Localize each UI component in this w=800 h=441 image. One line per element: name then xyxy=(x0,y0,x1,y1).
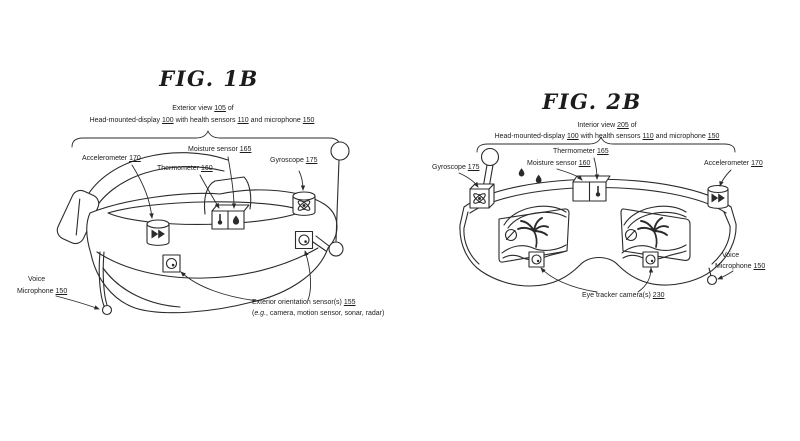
label-text: Microphone xyxy=(17,288,56,295)
right-side-face xyxy=(711,211,731,265)
caption-text: Head-mounted-display xyxy=(494,133,567,140)
microphone-icon xyxy=(101,304,113,316)
ref-number: 110 xyxy=(237,117,249,124)
left-side-face xyxy=(463,211,480,265)
front-lower-contour xyxy=(96,247,319,279)
ref-number: 150 xyxy=(753,263,766,270)
fig1b-leader-lines xyxy=(55,156,312,310)
label-thermometer: Thermometer 165 xyxy=(553,148,609,157)
label-exterior-sensors-line2: (e.g., camera, motion sensor, sonar, rad… xyxy=(252,310,384,319)
antenna xyxy=(312,141,350,257)
camera-icon xyxy=(162,254,181,273)
fig1b-caption-line1: Exterior view 105 of xyxy=(172,105,234,114)
label-accelerometer: Accelerometer 170 xyxy=(704,160,763,169)
gyroscope-sensor xyxy=(469,183,495,209)
label-gyroscope: Gyroscope 175 xyxy=(432,164,479,173)
antenna xyxy=(480,147,500,189)
eye-tracker-cameras xyxy=(528,251,659,268)
fig2b-brace xyxy=(476,136,736,153)
label-moisture-sensor: Moisture sensor 165 xyxy=(188,146,251,155)
ref-number: 110 xyxy=(642,133,654,140)
voice-microphone xyxy=(706,267,718,286)
fig1b-title: FIG. 1B xyxy=(159,66,259,91)
label-text: Gyroscope xyxy=(270,157,306,164)
label-text: Moisture sensor xyxy=(527,160,579,167)
label-gyroscope: Gyroscope 175 xyxy=(270,157,317,166)
label-text: Thermometer xyxy=(157,165,201,172)
label-moisture-sensor: Moisture sensor 160 xyxy=(527,160,590,169)
microphone-icon xyxy=(706,274,718,286)
caption-text: Interior view xyxy=(577,122,618,129)
label-text: Voice xyxy=(722,252,740,259)
caption-text: and microphone xyxy=(653,133,708,140)
label-text: Gyroscope xyxy=(432,164,468,171)
label-text: , camera, motion sensor, sonar, radar) xyxy=(266,310,385,317)
fig2b-title: FIG. 2B xyxy=(542,89,642,114)
antenna-icon xyxy=(480,147,500,167)
caption-text: of xyxy=(628,122,637,129)
ref-number: 230 xyxy=(652,292,665,299)
center-mount-panel xyxy=(203,176,252,215)
label-text: Eye tracker camera(s) xyxy=(582,292,653,299)
moisture-icon xyxy=(518,168,525,177)
fig1b-drawing xyxy=(55,130,350,316)
antenna-icon xyxy=(330,141,350,161)
ref-number: 150 xyxy=(707,133,720,140)
label-text: Exterior orientation sensor(s) xyxy=(252,299,344,306)
fig2b-caption-line1: Interior view 205 of xyxy=(577,122,636,131)
label-eye-tracker: Eye tracker camera(s) 230 xyxy=(582,292,664,301)
microphone-boom xyxy=(98,251,113,316)
ref-number: 170 xyxy=(751,160,763,167)
label-voice-microphone-line2: Microphone 150 xyxy=(715,263,765,272)
ref-number: 160 xyxy=(578,160,591,167)
label-thermometer: Thermometer 160 xyxy=(157,165,213,174)
label-voice-microphone-line2: Microphone 150 xyxy=(17,288,67,297)
caption-text: Head-mounted-display xyxy=(89,117,162,124)
label-text: Accelerometer xyxy=(704,160,752,167)
fig1b-caption-line2: Head-mounted-display 100 with health sen… xyxy=(90,117,315,126)
moisture-icon xyxy=(535,174,542,184)
label-text: ( xyxy=(252,310,255,317)
fig1b-brace xyxy=(71,130,341,148)
fig2b-leader-lines xyxy=(458,157,734,293)
ref-number: 160 xyxy=(200,165,213,172)
ref-number: 170 xyxy=(129,155,141,162)
thermo-moisture-box xyxy=(211,204,250,230)
ref-number: 175 xyxy=(305,157,318,164)
ref-number: 165 xyxy=(239,146,252,153)
camera-icon xyxy=(294,230,314,250)
label-accelerometer: Accelerometer 170 xyxy=(82,155,141,164)
label-text: Accelerometer xyxy=(82,155,130,162)
label-text: Thermometer xyxy=(553,148,597,155)
caption-text: and microphone xyxy=(248,117,303,124)
ref-number: 150 xyxy=(302,117,315,124)
ref-number: 155 xyxy=(343,299,356,306)
label-text: e.g. xyxy=(254,310,267,317)
ref-number: 205 xyxy=(617,122,629,129)
gyroscope-sensor xyxy=(292,191,316,216)
label-voice-microphone-line1: Voice xyxy=(722,252,739,261)
label-text: Microphone xyxy=(715,263,754,270)
fig2b-caption-line2: Head-mounted-display 100 with health sen… xyxy=(495,133,720,142)
label-voice-microphone-line1: Voice xyxy=(28,276,45,285)
caption-text: with health sensors xyxy=(578,133,643,140)
ref-number: 175 xyxy=(467,164,480,171)
fig2b-drawing xyxy=(458,136,737,293)
ref-number: 100 xyxy=(161,117,174,124)
ref-number: 100 xyxy=(566,133,579,140)
ref-number: 165 xyxy=(596,148,609,155)
caption-text: with health sensors xyxy=(173,117,238,124)
ref-number: 105 xyxy=(214,105,226,112)
ref-number: 150 xyxy=(55,288,68,295)
label-text: Moisture sensor xyxy=(188,146,240,153)
label-text: Voice xyxy=(28,276,46,283)
cheek-contour xyxy=(102,267,181,308)
accelerometer-sensor xyxy=(707,184,729,209)
caption-text: of xyxy=(225,105,234,112)
left-eye-display xyxy=(498,208,570,263)
caption-text: Exterior view xyxy=(172,105,215,112)
label-exterior-sensors-line1: Exterior orientation sensor(s) 155 xyxy=(252,299,356,308)
accelerometer-sensor xyxy=(146,219,170,246)
